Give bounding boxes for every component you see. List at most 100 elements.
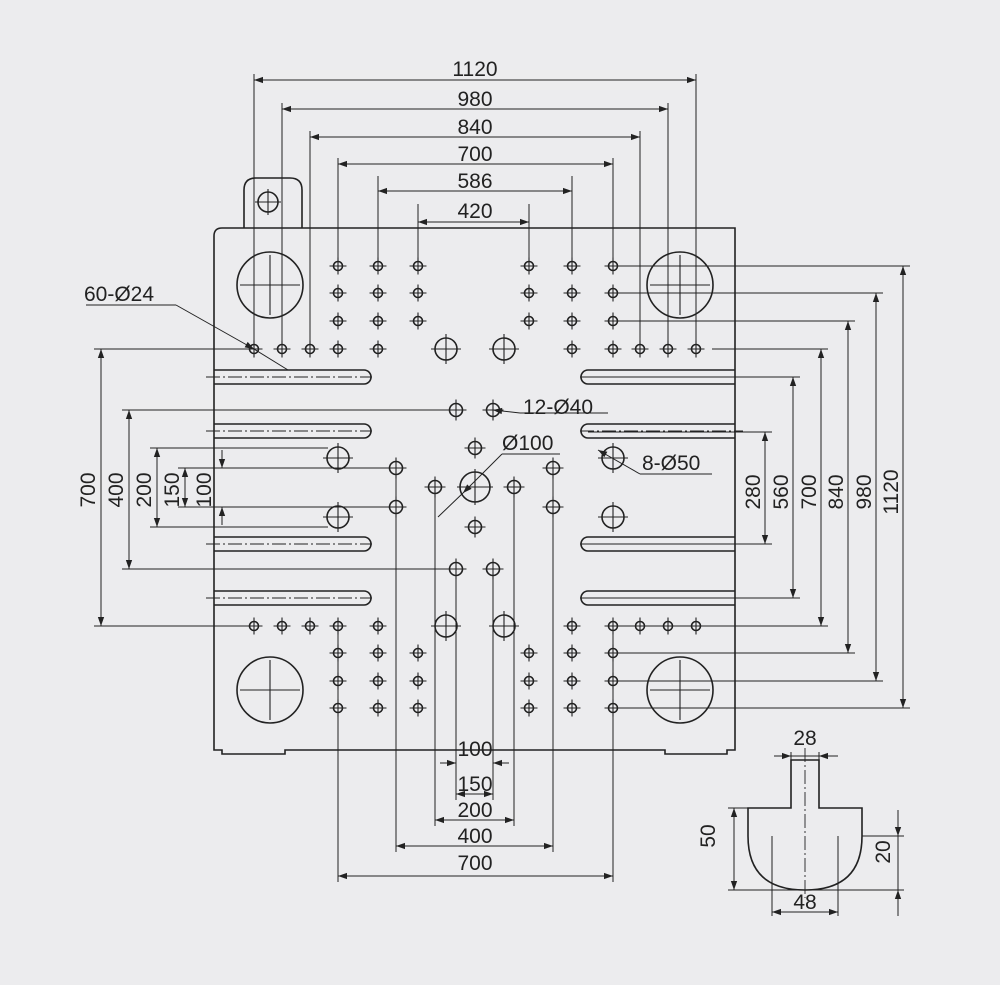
medium-hole — [424, 476, 446, 498]
small-hole — [329, 340, 347, 358]
small-hole — [369, 312, 387, 330]
tie-bar-holes — [236, 251, 714, 724]
small-hole — [687, 340, 705, 358]
small-hole — [409, 699, 427, 717]
slot-width-label: 28 — [793, 727, 816, 750]
left-dim-150: 150 — [161, 472, 184, 507]
top-dimension-labels: 1120 980 840 700 586 420 — [452, 58, 497, 223]
extension-lines — [94, 74, 910, 882]
t-slot — [580, 423, 743, 439]
small-hole — [520, 672, 538, 690]
bottom-dim-100: 100 — [457, 738, 492, 761]
small-hole — [369, 617, 387, 635]
leader-lines — [86, 304, 712, 518]
top-dim-980: 980 — [457, 88, 492, 111]
dimension-lines — [97, 76, 907, 880]
small-hole — [563, 257, 581, 275]
left-dim-700: 700 — [77, 472, 100, 507]
t-slot — [206, 369, 372, 385]
small-hole — [604, 617, 622, 635]
top-dim-840: 840 — [457, 116, 492, 139]
right-dim-1120: 1120 — [880, 469, 903, 514]
t-slot — [206, 536, 372, 552]
small-hole — [520, 312, 538, 330]
t-slot — [206, 590, 372, 606]
top-dim-420: 420 — [457, 200, 492, 223]
large-hole — [489, 334, 519, 364]
right-dim-700: 700 — [798, 474, 821, 509]
small-hole — [369, 644, 387, 662]
small-hole — [369, 699, 387, 717]
small-hole — [520, 644, 538, 662]
top-dim-586: 586 — [457, 170, 492, 193]
lifting-lug-hole — [255, 189, 281, 215]
small-hole — [563, 284, 581, 302]
small-hole — [409, 312, 427, 330]
small-hole — [329, 257, 347, 275]
small-hole — [604, 340, 622, 358]
small-hole — [409, 672, 427, 690]
small-hole — [409, 644, 427, 662]
small-hole — [659, 340, 677, 358]
bottom-dimension-labels: 100 150 200 400 700 — [457, 738, 492, 875]
small-hole — [329, 617, 347, 635]
slot-detail-labels: 28 50 20 48 — [697, 727, 895, 914]
tie-bar-hole — [646, 656, 714, 724]
small-hole — [329, 312, 347, 330]
left-dim-400: 400 — [105, 472, 128, 507]
small-hole — [301, 340, 319, 358]
small-hole — [563, 340, 581, 358]
tie-bar-hole — [236, 656, 304, 724]
slot-radius-depth-label: 20 — [872, 840, 895, 863]
right-dim-280: 280 — [742, 474, 765, 509]
tie-bar-hole — [646, 251, 714, 319]
callout-labels: 60-Ø24 12-Ø40 Ø100 8-Ø50 — [84, 283, 700, 475]
small-hole — [563, 672, 581, 690]
medium-hole — [464, 516, 486, 538]
small-hole — [369, 672, 387, 690]
large-hole — [431, 334, 461, 364]
small-hole — [273, 340, 291, 358]
small-hole — [301, 617, 319, 635]
small-hole — [273, 617, 291, 635]
small-hole — [369, 340, 387, 358]
small-hole — [520, 257, 538, 275]
small-hole — [369, 284, 387, 302]
bottom-dim-700: 700 — [457, 852, 492, 875]
callout-medium-holes: 12-Ø40 — [523, 396, 593, 419]
bottom-dim-200: 200 — [457, 799, 492, 822]
right-dim-560: 560 — [770, 474, 793, 509]
tie-bar-hole — [236, 251, 304, 319]
small-hole — [409, 284, 427, 302]
small-hole — [329, 284, 347, 302]
small-hole — [563, 699, 581, 717]
slot-bottom-width-label: 48 — [793, 891, 816, 914]
small-holes-group — [245, 257, 705, 717]
small-hole — [604, 312, 622, 330]
small-hole — [563, 644, 581, 662]
small-hole — [520, 284, 538, 302]
right-dim-980: 980 — [853, 474, 876, 509]
left-dim-200: 200 — [133, 472, 156, 507]
left-dim-100: 100 — [193, 472, 216, 507]
small-hole — [604, 257, 622, 275]
large-hole — [598, 502, 628, 532]
top-dim-1120: 1120 — [452, 58, 497, 81]
right-dimension-labels: 280 560 700 840 980 1120 — [742, 469, 903, 514]
bottom-dim-150: 150 — [457, 773, 492, 796]
top-dim-700: 700 — [457, 143, 492, 166]
small-hole — [604, 284, 622, 302]
small-hole — [563, 312, 581, 330]
small-hole — [563, 617, 581, 635]
bottom-dim-400: 400 — [457, 825, 492, 848]
small-hole — [369, 257, 387, 275]
platen-outline — [213, 177, 736, 755]
callout-small-holes: 60-Ø24 — [84, 283, 154, 306]
small-hole — [520, 699, 538, 717]
left-dimension-labels: 700 400 200 150 100 — [77, 472, 216, 507]
slot-depth-label: 50 — [697, 824, 720, 847]
medium-hole — [542, 457, 564, 479]
small-hole — [409, 257, 427, 275]
medium-hole — [464, 437, 486, 459]
